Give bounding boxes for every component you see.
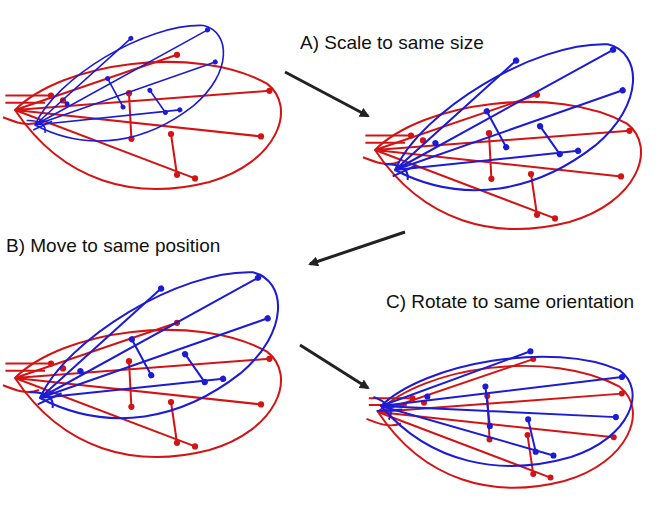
step-label: A) Scale to same size — [300, 33, 484, 54]
step-label: C) Rotate to same orientation — [386, 292, 634, 313]
wing-pair-rotated — [367, 343, 636, 488]
wing-pair-original — [3, 2, 281, 189]
wing-pair-moved — [3, 243, 303, 464]
step-arrows — [285, 72, 405, 388]
step-label: B) Move to same position — [6, 236, 220, 257]
